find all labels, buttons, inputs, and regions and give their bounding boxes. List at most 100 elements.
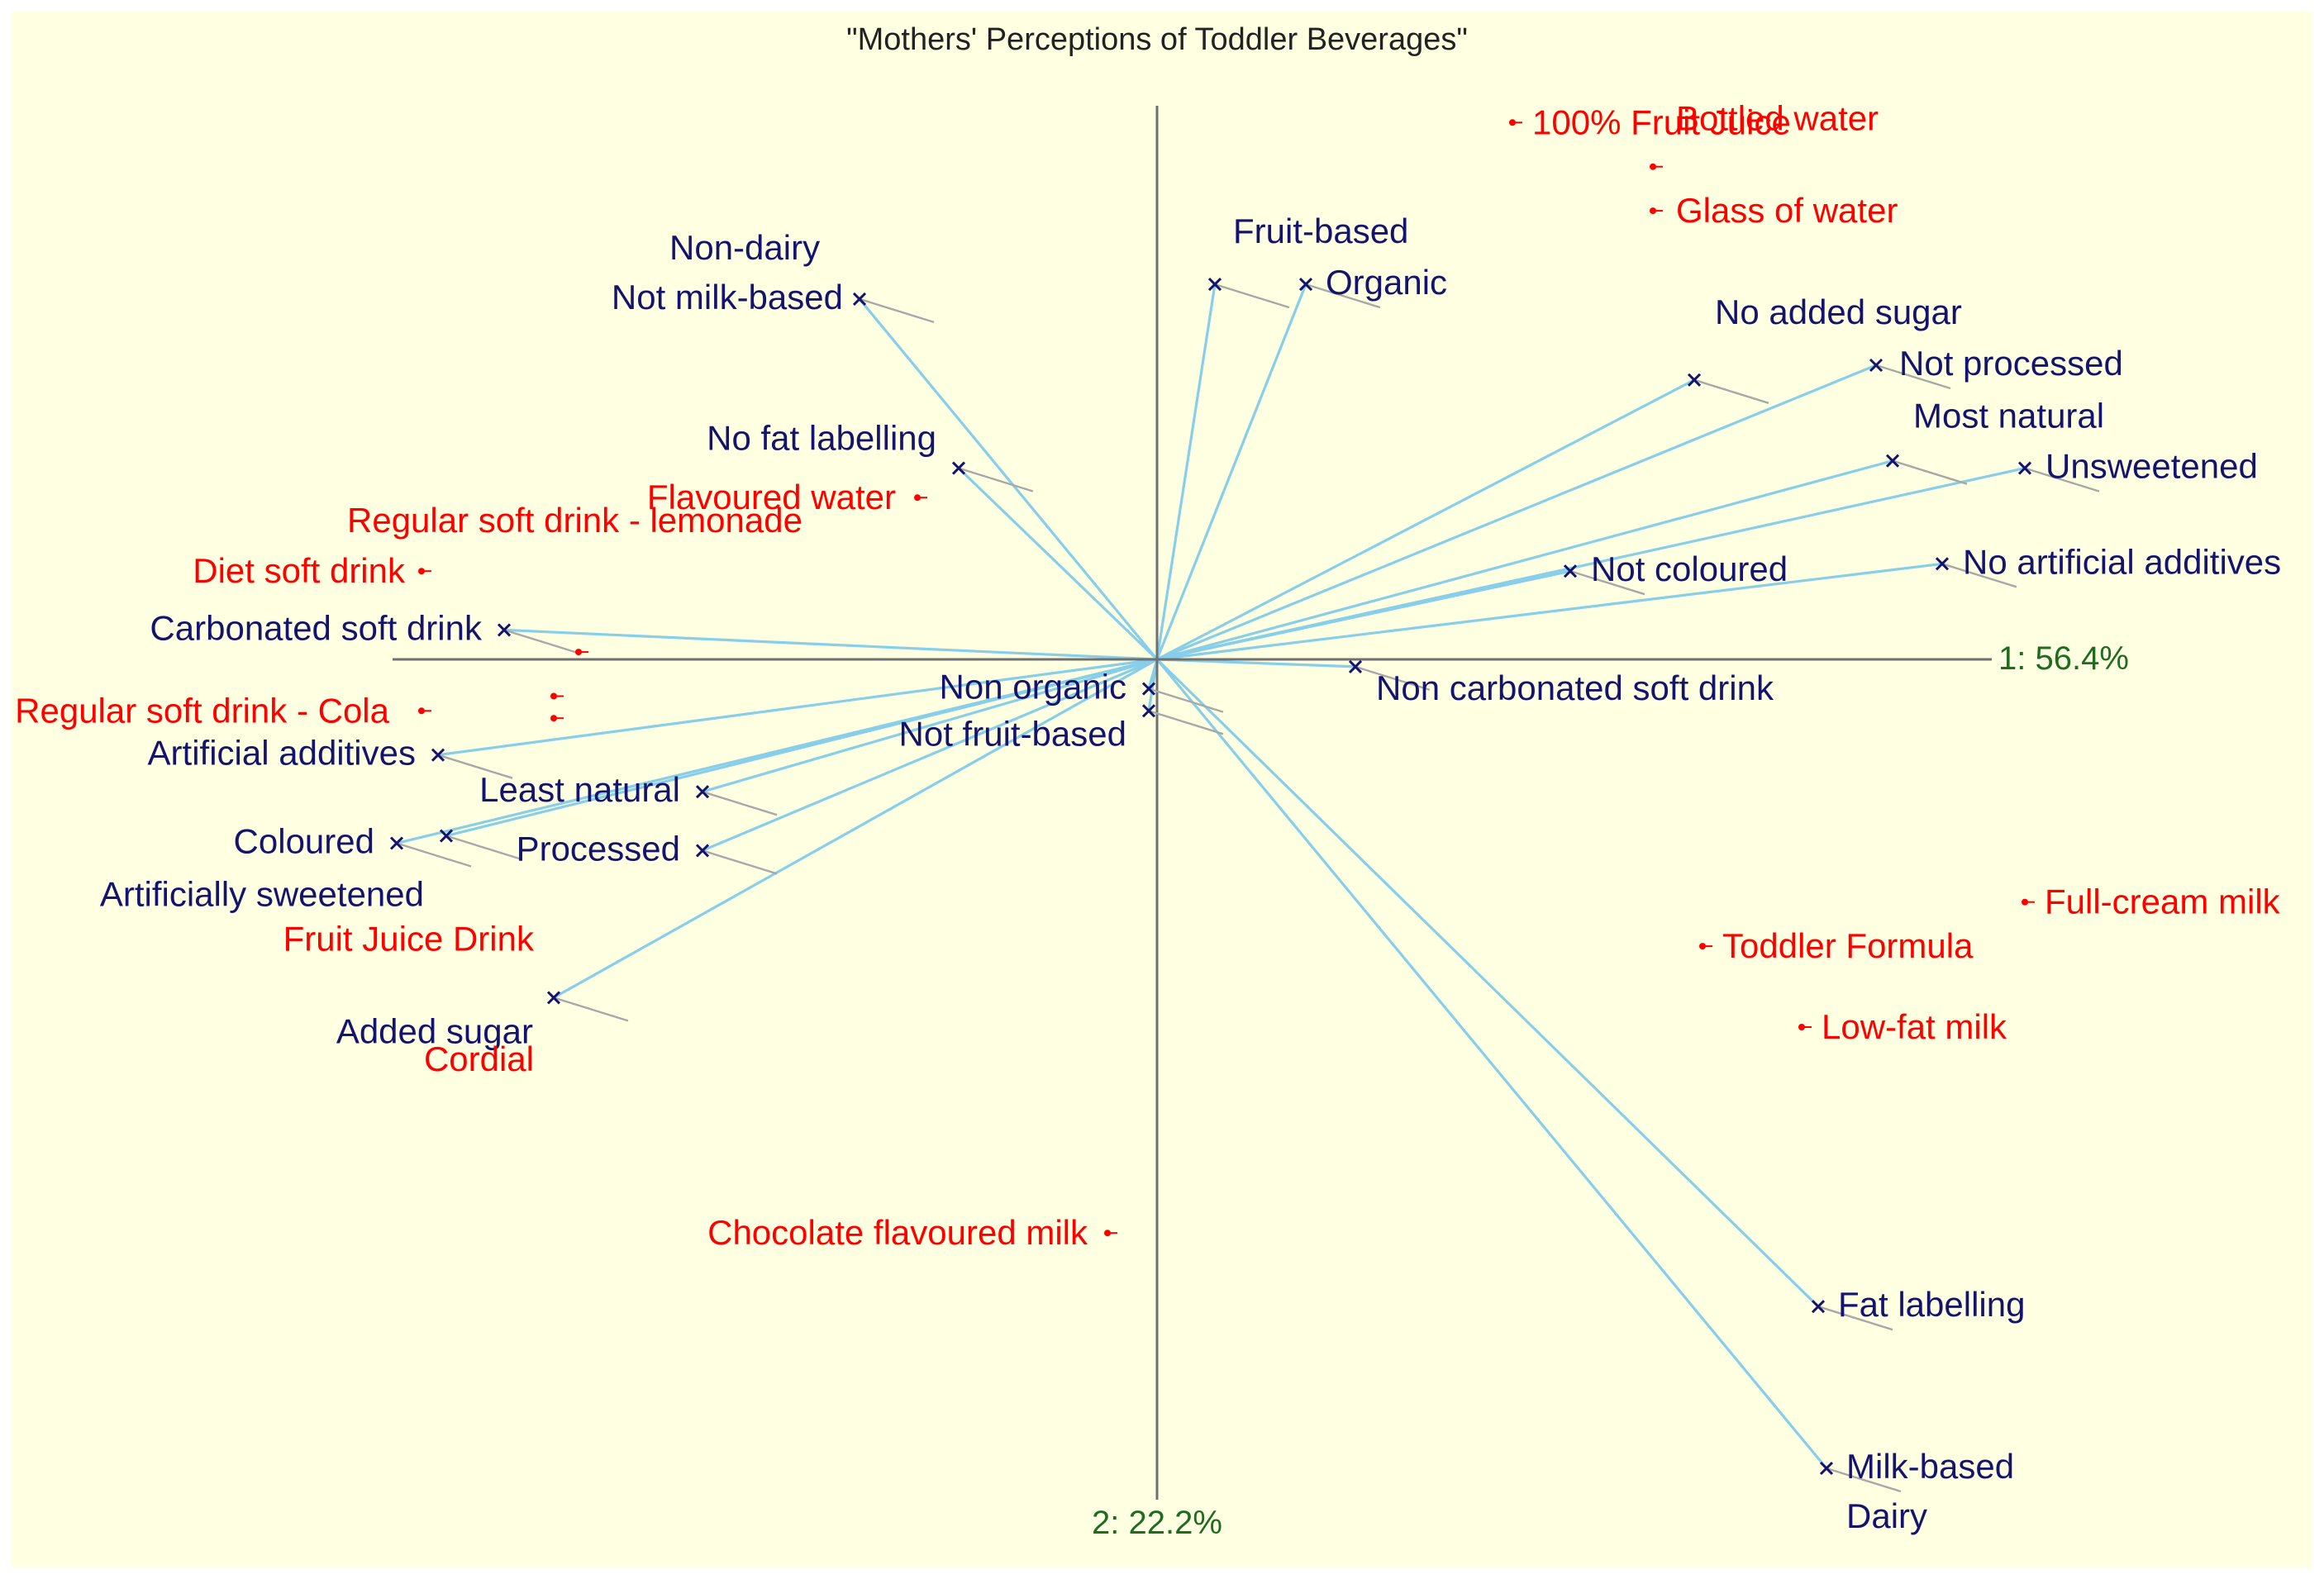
point-non-dairy	[852, 292, 867, 306]
leader-not-processed	[1875, 364, 1951, 390]
vector-not-processed	[1156, 364, 1877, 661]
x-axis-label: 1: 56.4%	[1998, 640, 2129, 677]
vector-added-sugar	[553, 658, 1158, 999]
vector-no-fat-labelling	[957, 467, 1159, 661]
leader-unsweetened	[2024, 467, 2100, 492]
leader-carbonated-soft-drink	[503, 629, 579, 654]
label-fruit-juice-drink: Fruit Juice Drink	[283, 920, 535, 958]
vector-fat-labelling	[1155, 658, 1820, 1308]
label-fat-labelling: Fat labelling	[1838, 1285, 2025, 1324]
label-fruit-based: Fruit-based	[1233, 212, 1408, 250]
point-no-artificial-additives	[1935, 557, 1950, 571]
leader-not-coloured	[1569, 570, 1645, 596]
vector-least-natural	[702, 658, 1158, 793]
point-least-natural	[695, 785, 710, 799]
point-added-sugar	[546, 991, 561, 1005]
label-regular-soft-drink-lemonade: Regular soft drink - lemonade	[347, 501, 802, 540]
leader-most-natural	[1892, 459, 1968, 485]
leader-not-fruit-based	[1148, 710, 1224, 735]
point-carbonated-soft-drink	[497, 623, 512, 637]
vector-most-natural	[1156, 459, 1893, 661]
vector-processed	[702, 658, 1158, 852]
label-milk-based: Milk-based	[1846, 1447, 2014, 1486]
label-no-artificial-additives: No artificial additives	[1963, 542, 2281, 581]
label-carbonated-soft-drink: Carbonated soft drink	[150, 608, 483, 647]
label-bottled-water: Bottled water	[1676, 99, 1879, 138]
label-added-sugar: Added sugar	[336, 1011, 533, 1050]
vector-artificial-additives	[437, 658, 1158, 757]
label-no-added-sugar: No added sugar	[1715, 293, 1962, 331]
leader-non-dairy	[859, 297, 935, 324]
vector-organic	[1155, 283, 1307, 660]
leader-least-natural	[702, 791, 778, 816]
point-no-fat-labelling	[951, 461, 966, 475]
point-toddler-formula	[1699, 943, 1706, 950]
point-no-added-sugar	[1687, 373, 1702, 387]
point-most-natural	[1885, 454, 1900, 468]
label-processed: Processed	[517, 829, 680, 868]
label-not-coloured: Not coloured	[1591, 549, 1788, 588]
point-milk-based	[1819, 1461, 1834, 1476]
point-fruit-based	[1207, 278, 1222, 292]
vector-artificially-sweetened	[445, 658, 1158, 838]
vector-not-coloured	[1156, 569, 1571, 661]
vector-fruit-based	[1155, 283, 1217, 660]
label-dairy: Dairy	[1846, 1496, 1927, 1535]
leader-coloured	[396, 842, 472, 868]
chart-title: "Mothers' Perceptions of Toddler Beverag…	[846, 22, 1468, 57]
point-full-cream-milk	[2022, 898, 2028, 906]
vector-milk-based	[1155, 658, 1828, 1470]
leader-artificially-sweetened	[445, 835, 521, 860]
label-organic: Organic	[1326, 263, 1447, 302]
label-glass-of-water: Glass of water	[1676, 191, 1898, 230]
point-fruit-juice-drink	[550, 692, 557, 700]
label-cordial: Cordial	[424, 1039, 534, 1078]
point-unsweetened	[2017, 461, 2032, 475]
label-artificial-additives: Artificial additives	[148, 734, 416, 773]
leader-no-artificial-additives	[1941, 563, 2017, 588]
point-non-organic	[1141, 682, 1156, 696]
leader-organic	[1305, 283, 1381, 309]
leader-non-carbonated-soft-drink	[1355, 665, 1431, 692]
label-not-processed: Not processed	[1899, 344, 2123, 383]
label-most-natural: Most natural	[1913, 397, 2104, 435]
leader-artificial-additives	[437, 754, 513, 779]
leader-non-organic	[1148, 687, 1224, 713]
label-artificially-sweetened: Artificially sweetened	[100, 875, 424, 914]
point-fat-labelling	[1811, 1300, 1826, 1314]
point-not-processed	[1869, 358, 1883, 373]
label-non-carbonated-soft-drink: Non carbonated soft drink	[1376, 668, 1774, 707]
label-unsweetened: Unsweetened	[2045, 447, 2258, 486]
leader-no-added-sugar	[1693, 378, 1769, 404]
label-non-dairy: Non-dairy	[669, 228, 820, 267]
leader-fat-labelling	[1817, 1306, 1893, 1331]
point-flavoured-water	[914, 494, 921, 502]
vector-non-dairy	[858, 297, 1159, 661]
label-non-organic: Non organic	[940, 668, 1126, 706]
label-low-fat-milk: Low-fat milk	[1822, 1007, 2007, 1046]
label-least-natural: Least natural	[479, 770, 680, 809]
label-chocolate-flavoured-milk: Chocolate flavoured milk	[707, 1213, 1088, 1252]
point-regular-soft-drink-cola	[418, 707, 425, 715]
label-coloured: Coloured	[234, 822, 374, 861]
label-regular-soft-drink-cola: Regular soft drink - Cola	[15, 691, 389, 730]
point-not-coloured	[1563, 564, 1578, 578]
y-axis-label: 2: 22.2%	[1092, 1505, 1222, 1541]
point-artificially-sweetened	[439, 829, 454, 843]
leader-added-sugar	[553, 997, 629, 1022]
point-coloured	[389, 836, 404, 850]
label-no-fat-labelling: No fat labelling	[707, 419, 936, 458]
vector-no-added-sugar	[1156, 378, 1695, 661]
label-flavoured-water: Flavoured water	[647, 478, 896, 516]
label-not-fruit-based: Not fruit-based	[899, 714, 1126, 753]
vector-carbonated-soft-drink	[503, 628, 1158, 661]
label-diet-soft-drink: Diet soft drink	[193, 551, 406, 590]
leader-milk-based	[1826, 1467, 1902, 1493]
point-diet-soft-drink	[418, 568, 425, 575]
label-not-milk-based: Not milk-based	[612, 278, 843, 316]
leader-no-fat-labelling	[958, 467, 1034, 492]
point-cordial	[550, 715, 557, 722]
leader-processed	[702, 849, 778, 875]
